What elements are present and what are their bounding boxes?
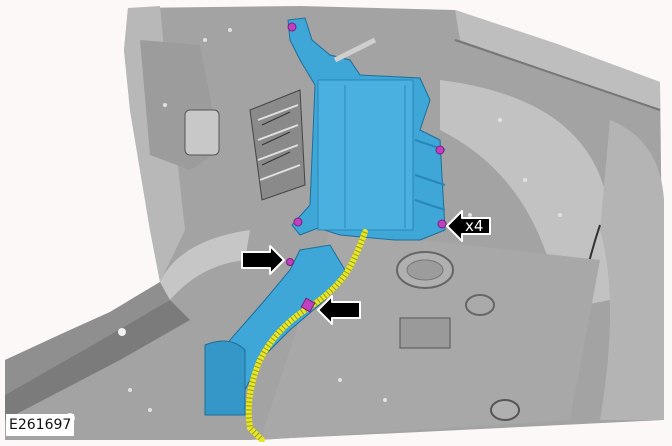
callout-count-label: x4 (465, 217, 483, 235)
callout-clip-upper (241, 245, 285, 275)
illustration-reference-id: E261697 (6, 414, 75, 436)
fasteners (286, 22, 447, 313)
callout-module-fasteners: x4 (446, 210, 491, 242)
control-module (287, 17, 446, 241)
vent-grille (249, 89, 306, 201)
callout-clip-lower (317, 295, 361, 325)
